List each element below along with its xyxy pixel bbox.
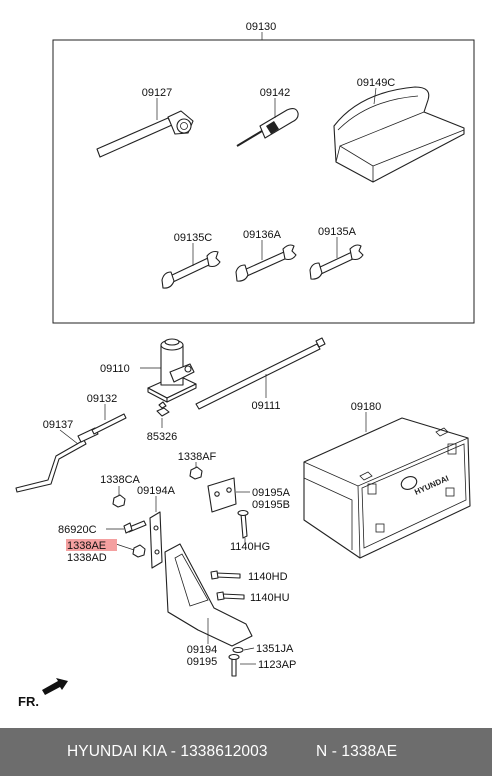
- footer-reference: N - 1338AE: [316, 743, 398, 760]
- parts-diagram: 09130 09127 09142 09149C 09135C 09136A 0…: [15, 21, 475, 709]
- label-09137[interactable]: 09137: [43, 419, 74, 431]
- bolt-1140HG[interactable]: [237, 509, 249, 545]
- label-1338AD[interactable]: 1338AD: [67, 552, 107, 564]
- jack[interactable]: [140, 338, 197, 403]
- label-1140HU[interactable]: 1140HU: [250, 592, 290, 604]
- label-85326[interactable]: 85326: [147, 431, 178, 443]
- jack-handle-rod[interactable]: [195, 337, 326, 410]
- bracket-09194A[interactable]: [149, 496, 163, 569]
- clip-85326[interactable]: [156, 401, 170, 428]
- label-1338AE[interactable]: 1338AE: [67, 540, 106, 552]
- label-09130[interactable]: 09130: [246, 21, 277, 33]
- footer-part-number: HYUNDAI KIA - 1338612003: [67, 743, 268, 760]
- wheel-wrench[interactable]: [96, 98, 194, 158]
- spanner-09135C[interactable]: [161, 243, 221, 289]
- screwdriver[interactable]: [236, 98, 299, 147]
- nut-1338AE[interactable]: [132, 544, 146, 558]
- bolt-1140HU[interactable]: [216, 591, 245, 601]
- label-09132[interactable]: 09132: [87, 393, 118, 405]
- washer-1351JA[interactable]: [232, 646, 255, 654]
- label-09127[interactable]: 09127: [142, 87, 173, 99]
- footer-bar: HYUNDAI KIA - 1338612003 N - 1338AE: [0, 728, 492, 776]
- label-09142[interactable]: 09142: [260, 87, 291, 99]
- label-86920C[interactable]: 86920C: [58, 524, 97, 536]
- jack-handle[interactable]: [15, 404, 127, 493]
- label-09110[interactable]: 09110: [100, 363, 130, 375]
- tool-kit-frame: [52, 39, 475, 324]
- label-09195A[interactable]: 09195A: [252, 487, 291, 499]
- nut-1338CA[interactable]: [112, 486, 126, 508]
- label-09195[interactable]: 09195: [187, 656, 218, 668]
- bolt-86920C[interactable]: [123, 520, 147, 534]
- tool-box[interactable]: [303, 412, 471, 559]
- tool-tray[interactable]: [333, 86, 465, 183]
- label-09195B[interactable]: 09195B: [252, 499, 290, 511]
- label-1338CA[interactable]: 1338CA: [100, 474, 140, 486]
- nut-1338AF[interactable]: [189, 462, 203, 480]
- spanner-09135A[interactable]: [309, 237, 364, 280]
- label-09135A[interactable]: 09135A: [318, 226, 357, 238]
- bracket-09195A[interactable]: [207, 477, 250, 513]
- bolt-1123AP[interactable]: [228, 653, 256, 677]
- label-09180[interactable]: 09180: [351, 401, 382, 413]
- bolt-1140HD[interactable]: [210, 570, 241, 580]
- label-09194[interactable]: 09194: [187, 644, 218, 656]
- spanner-09136A[interactable]: [235, 240, 297, 282]
- label-09111[interactable]: 09111: [252, 400, 281, 412]
- part-highlight: [66, 539, 117, 551]
- callout-labels: 09130 09127 09142 09149C 09135C 09136A 0…: [18, 21, 450, 709]
- front-arrow-icon: [42, 678, 68, 695]
- label-1140HD[interactable]: 1140HD: [248, 571, 288, 583]
- label-09136A[interactable]: 09136A: [243, 229, 282, 241]
- label-1351JA[interactable]: 1351JA: [256, 643, 294, 655]
- label-1338AF[interactable]: 1338AF: [178, 451, 217, 463]
- label-09194A[interactable]: 09194A: [137, 485, 176, 497]
- label-09135C[interactable]: 09135C: [174, 232, 213, 244]
- tool-kit-group: [52, 32, 475, 324]
- bracket-09194[interactable]: [164, 543, 253, 647]
- label-09149C[interactable]: 09149C: [357, 77, 396, 89]
- label-1123AP[interactable]: 1123AP: [258, 659, 296, 671]
- label-1140HG[interactable]: 1140HG: [230, 541, 270, 553]
- front-label: FR.: [18, 694, 39, 709]
